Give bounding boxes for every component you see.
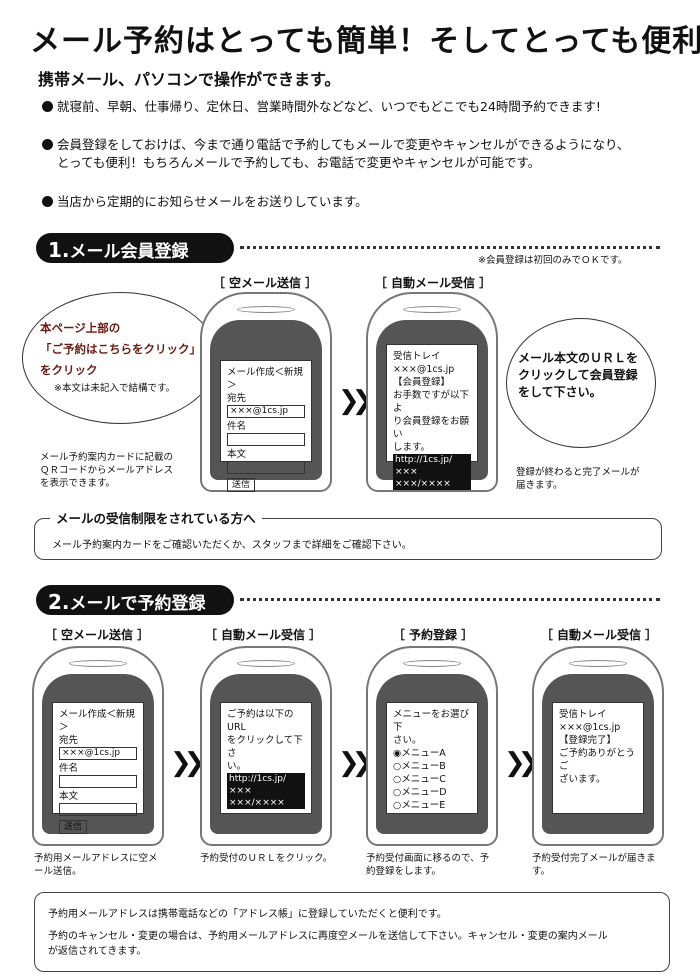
body-field [59,803,137,816]
phone-earpiece [403,660,461,667]
bullet-item: 当店から定期的にお知らせメールをお送りしています。 [42,193,682,211]
section2-step-label: ［ 予約登録 ］ [392,628,474,642]
send-button: 送信 [227,478,256,492]
phone-body: メニューをお選び下 さい。 ◉メニューA ○メニューB ○メニューC ○メニュー… [376,674,488,834]
footer-line: が返信されてきます。 [48,946,147,957]
phone-earpiece [69,660,127,667]
phone-illustration: メール作成＜新規＞ 宛先 ×××@1cs.jp 件名 本文 送信 [200,292,332,492]
section1-divider [240,246,660,249]
menu-option: ◉メニューA [393,748,446,759]
section2-heading: 2.メールで予約登録 [36,585,234,615]
body-field [227,461,305,474]
phone-body: メール作成＜新規＞ 宛先 ×××@1cs.jp 件名 本文 送信 [210,320,322,492]
phone-body: 受信トレイ ×××@1cs.jp 【会員登録】 お手数ですが以下よ り会員登録を… [376,320,488,490]
phone-screen: 受信トレイ ×××@1cs.jp 【会員登録】 お手数ですが以下よ り会員登録を… [386,344,478,490]
phone-illustration: ご予約は以下のURL をクリックして下さ い。 http://1cs.jp/××… [200,646,332,846]
phone-illustration: メニューをお選び下 さい。 ◉メニューA ○メニューB ○メニューC ○メニュー… [366,646,498,846]
phone-screen: メニューをお選び下 さい。 ◉メニューA ○メニューB ○メニューC ○メニュー… [386,702,478,814]
body-label: 本文 [227,449,247,460]
footer-line: 予約のキャンセル・変更の場合は、予約用メールアドレスに再度空メールを送信して下さ… [48,931,608,942]
double-chevron-right-icon: ❯❯ [170,748,205,778]
phone-illustration: 受信トレイ ×××@1cs.jp 【登録完了】 ご予約ありがとうご ざいます。 [532,646,664,846]
phone-body: 受信トレイ ×××@1cs.jp 【登録完了】 ご予約ありがとうご ざいます。 [542,674,654,834]
phone-body: メール作成＜新規＞ 宛先 ×××@1cs.jp 件名 本文 送信 [42,674,154,834]
phone-screen: メール作成＜新規＞ 宛先 ×××@1cs.jp 件名 本文 送信 [52,702,144,834]
subject-field [59,775,137,788]
to-field: ×××@1cs.jp [59,747,137,760]
bullet-icon [42,139,53,150]
footer-notice [34,892,670,972]
phone-illustration: 受信トレイ ×××@1cs.jp 【会員登録】 お手数ですが以下よ り会員登録を… [366,292,498,492]
bubble-line: をクリック [40,363,98,377]
page-subtitle: 携帯メール、パソコンで操作ができます。 [38,70,341,89]
section1-heading: 1.メール会員登録 [36,233,234,263]
bullet-item: 就寝前、早朝、仕事帰り、定休日、営業時間外などなど、いつでもどこでも24時間予約… [42,98,682,116]
step-caption: 予約受付画面に移るので、予 約登録をします。 [366,853,490,877]
to-label: 宛先 [59,735,79,746]
reservation-link: ×××/×××× [227,797,305,809]
phone-body: ご予約は以下のURL をクリックして下さ い。 http://1cs.jp/××… [210,674,322,834]
phone-screen: メール作成＜新規＞ 宛先 ×××@1cs.jp 件名 本文 送信 [220,360,312,492]
menu-option: ○メニューE [393,800,446,811]
phone-earpiece [237,306,295,313]
double-chevron-right-icon: ❯❯ [338,748,373,778]
phone-earpiece [569,660,627,667]
to-label: 宛先 [227,393,247,404]
send-button: 送信 [59,820,88,834]
registration-link: ×××/×××× [393,478,471,490]
section2-step-label: ［ 自動メール受信 ］ [204,628,322,642]
page-title: メール予約はとっても簡単！そしてとっても便利！ [30,24,700,59]
double-chevron-right-icon: ❯❯ [338,386,373,416]
restriction-text: メール予約案内カードをご確認いただくか、スタッフまで詳細をご確認下さい。 [52,540,412,551]
bubble-line: 本ページ上部の [40,321,121,335]
restriction-title: メールの受信制限をされている方へ [50,508,262,527]
step-caption: 予約用メールアドレスに空メ ール送信。 [34,853,158,877]
instruction-bubble [506,318,656,448]
section1-step1-label: ［ 空メール送信 ］ [212,276,318,290]
bullet-item: 会員登録をしておけば、今まで通り電話で予約してもメールで変更やキャンセルができる… [42,136,682,154]
bubble-line: 「ご予約はこちらをクリック」 [40,342,201,356]
phone-earpiece [403,306,461,313]
menu-option: ○メニューD [393,787,447,798]
double-chevron-right-icon: ❯❯ [504,748,539,778]
menu-option: ○メニューC [393,774,446,785]
footer-line: 予約用メールアドレスは携帯電話などの「アドレス帳」に登録していただくと便利です。 [48,909,447,920]
bubble-note: ※本文は未記入で結構です。 [54,383,176,394]
qr-caption: メール予約案内カードに記載の ＱＲコードからメールアドレス を表示できます。 [40,452,174,489]
subject-label: 件名 [59,763,79,774]
instruction-bubble [22,292,218,424]
subject-field [227,433,305,446]
step-caption: 予約受付のＵＲＬをクリック。 [200,853,333,864]
phone-screen: ご予約は以下のURL をクリックして下さ い。 http://1cs.jp/××… [220,702,312,814]
section2-divider [240,598,660,601]
section2-step-label: ［ 自動メール受信 ］ [540,628,658,642]
to-field: ×××@1cs.jp [227,405,305,418]
completion-caption: 登録が終わると完了メールが 届きます。 [516,467,640,491]
compose-heading: メール作成＜新規＞ [227,367,304,391]
phone-illustration: メール作成＜新規＞ 宛先 ×××@1cs.jp 件名 本文 送信 [32,646,164,846]
bullet-item-continued: とっても便利！もちろんメールで予約しても、お電話で変更やキャンセルが可能です。 [57,155,541,170]
reservation-link: http://1cs.jp/××× [227,773,305,797]
registration-link: http://1cs.jp/××× [393,454,471,478]
section1-note: ※会員登録は初回のみでＯＫです。 [478,255,628,266]
phone-screen: 受信トレイ ×××@1cs.jp 【登録完了】 ご予約ありがとうご ざいます。 [552,702,644,814]
menu-option: ○メニューB [393,761,446,772]
step-caption: 予約受付完了メールが届きま す。 [532,853,656,877]
bullet-icon [42,101,53,112]
compose-heading: メール作成＜新規＞ [59,709,136,733]
bullet-icon [42,196,53,207]
subject-label: 件名 [227,421,247,432]
section1-step2-label: ［ 自動メール受信 ］ [374,276,492,290]
phone-earpiece [237,660,295,667]
body-label: 本文 [59,791,79,802]
section2-step-label: ［ 空メール送信 ］ [44,628,150,642]
